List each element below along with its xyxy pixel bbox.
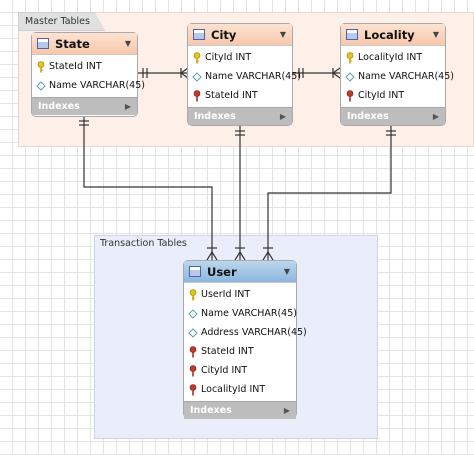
column-row[interactable]: Name VARCHAR(45) bbox=[341, 67, 454, 86]
key-icon bbox=[188, 288, 198, 301]
table-header[interactable]: User ▼ bbox=[184, 261, 296, 283]
indexes-bar[interactable]: Indexes ▶ bbox=[188, 107, 292, 125]
table-icon bbox=[193, 29, 205, 40]
column-label: StateId INT bbox=[201, 346, 254, 357]
column-row[interactable]: LocalityId INT bbox=[184, 380, 296, 399]
indexes-bar[interactable]: Indexes ▶ bbox=[184, 401, 296, 419]
column-label: CityId INT bbox=[358, 90, 405, 101]
indexes-label: Indexes bbox=[38, 101, 80, 112]
column-label: StateId INT bbox=[205, 90, 258, 101]
column-row[interactable]: LocalityId INT bbox=[341, 48, 445, 67]
table-name: User bbox=[207, 264, 237, 279]
column-label: LocalityId INT bbox=[201, 384, 266, 395]
key-icon bbox=[36, 60, 46, 73]
diamond-icon bbox=[188, 308, 198, 320]
table-name: City bbox=[211, 27, 237, 42]
diamond-icon bbox=[345, 71, 355, 83]
column-list: CityId INT Name VARCHAR(45) StateId INT bbox=[188, 46, 301, 107]
column-label: Name VARCHAR(45) bbox=[358, 71, 454, 82]
column-row[interactable]: CityId INT bbox=[184, 361, 296, 380]
column-list: LocalityId INT Name VARCHAR(45) CityId INT bbox=[341, 46, 454, 107]
relationship-state-user[interactable] bbox=[79, 116, 218, 261]
foreign-key-icon bbox=[345, 89, 355, 102]
triangle-right-icon[interactable]: ▶ bbox=[432, 112, 439, 121]
column-label: CityId INT bbox=[201, 365, 248, 376]
triangle-right-icon[interactable]: ▶ bbox=[279, 112, 286, 121]
column-list: UserId INT Name VARCHAR(45) Address VARCHA… bbox=[184, 283, 307, 401]
chevron-down-icon[interactable]: ▼ bbox=[432, 30, 439, 39]
indexes-label: Indexes bbox=[347, 111, 389, 122]
column-row[interactable]: CityId INT bbox=[341, 86, 445, 105]
column-label: StateId INT bbox=[49, 61, 102, 72]
chevron-down-icon[interactable]: ▼ bbox=[279, 30, 286, 39]
table-state[interactable]: State ▼ StateId INT Name VARCHAR(45) Inde… bbox=[31, 32, 145, 117]
column-label: Name VARCHAR(45) bbox=[201, 308, 297, 319]
column-row[interactable]: CityId INT bbox=[188, 48, 292, 67]
diamond-icon bbox=[36, 80, 46, 92]
table-user[interactable]: User ▼ UserId INT Name VARCHAR(45) Address… bbox=[183, 260, 307, 419]
table-name: State bbox=[55, 36, 90, 51]
column-row[interactable]: Name VARCHAR(45) bbox=[188, 67, 301, 86]
relationship-city-user[interactable] bbox=[234, 125, 246, 261]
foreign-key-icon bbox=[192, 89, 202, 102]
table-header[interactable]: State ▼ bbox=[32, 33, 137, 55]
column-label: UserId INT bbox=[201, 289, 251, 300]
relationship-city-locality[interactable] bbox=[293, 67, 341, 79]
relationship-locality-user[interactable] bbox=[262, 125, 396, 261]
key-icon bbox=[192, 51, 202, 64]
column-row[interactable]: StateId INT bbox=[184, 342, 296, 361]
table-header[interactable]: Locality ▼ bbox=[341, 24, 445, 46]
column-label: Address VARCHAR(45) bbox=[201, 327, 307, 338]
diamond-icon bbox=[192, 71, 202, 83]
column-row[interactable]: Address VARCHAR(45) bbox=[184, 323, 307, 342]
indexes-label: Indexes bbox=[190, 405, 232, 416]
table-icon bbox=[346, 29, 358, 40]
column-label: Name VARCHAR(45) bbox=[49, 80, 145, 91]
diamond-icon bbox=[188, 327, 198, 339]
column-row[interactable]: UserId INT bbox=[184, 285, 296, 304]
column-label: Name VARCHAR(45) bbox=[205, 71, 301, 82]
foreign-key-icon bbox=[188, 383, 198, 396]
table-city[interactable]: City ▼ CityId INT Name VARCHAR(45) StateId… bbox=[187, 23, 301, 126]
column-row[interactable]: Name VARCHAR(45) bbox=[184, 304, 297, 323]
table-icon bbox=[37, 38, 49, 49]
relationship-state-city[interactable] bbox=[137, 67, 189, 79]
table-icon bbox=[189, 266, 201, 277]
triangle-right-icon[interactable]: ▶ bbox=[283, 406, 290, 415]
indexes-label: Indexes bbox=[194, 111, 236, 122]
foreign-key-icon bbox=[188, 345, 198, 358]
column-label: CityId INT bbox=[205, 52, 252, 63]
triangle-right-icon[interactable]: ▶ bbox=[124, 102, 131, 111]
table-locality[interactable]: Locality ▼ LocalityId INT Name VARCHAR(45… bbox=[340, 23, 454, 126]
column-row[interactable]: StateId INT bbox=[188, 86, 292, 105]
column-row[interactable]: StateId INT bbox=[32, 57, 137, 76]
chevron-down-icon[interactable]: ▼ bbox=[124, 39, 131, 48]
key-icon bbox=[345, 51, 355, 64]
layer-title: Transaction Tables bbox=[100, 238, 187, 249]
column-row[interactable]: Name VARCHAR(45) bbox=[32, 76, 145, 95]
column-label: LocalityId INT bbox=[358, 52, 423, 63]
table-name: Locality bbox=[364, 27, 415, 42]
column-list: StateId INT Name VARCHAR(45) bbox=[32, 55, 145, 97]
table-header[interactable]: City ▼ bbox=[188, 24, 292, 46]
indexes-bar[interactable]: Indexes ▶ bbox=[341, 107, 445, 125]
foreign-key-icon bbox=[188, 364, 198, 377]
indexes-bar[interactable]: Indexes ▶ bbox=[32, 97, 137, 115]
chevron-down-icon[interactable]: ▼ bbox=[283, 267, 290, 276]
